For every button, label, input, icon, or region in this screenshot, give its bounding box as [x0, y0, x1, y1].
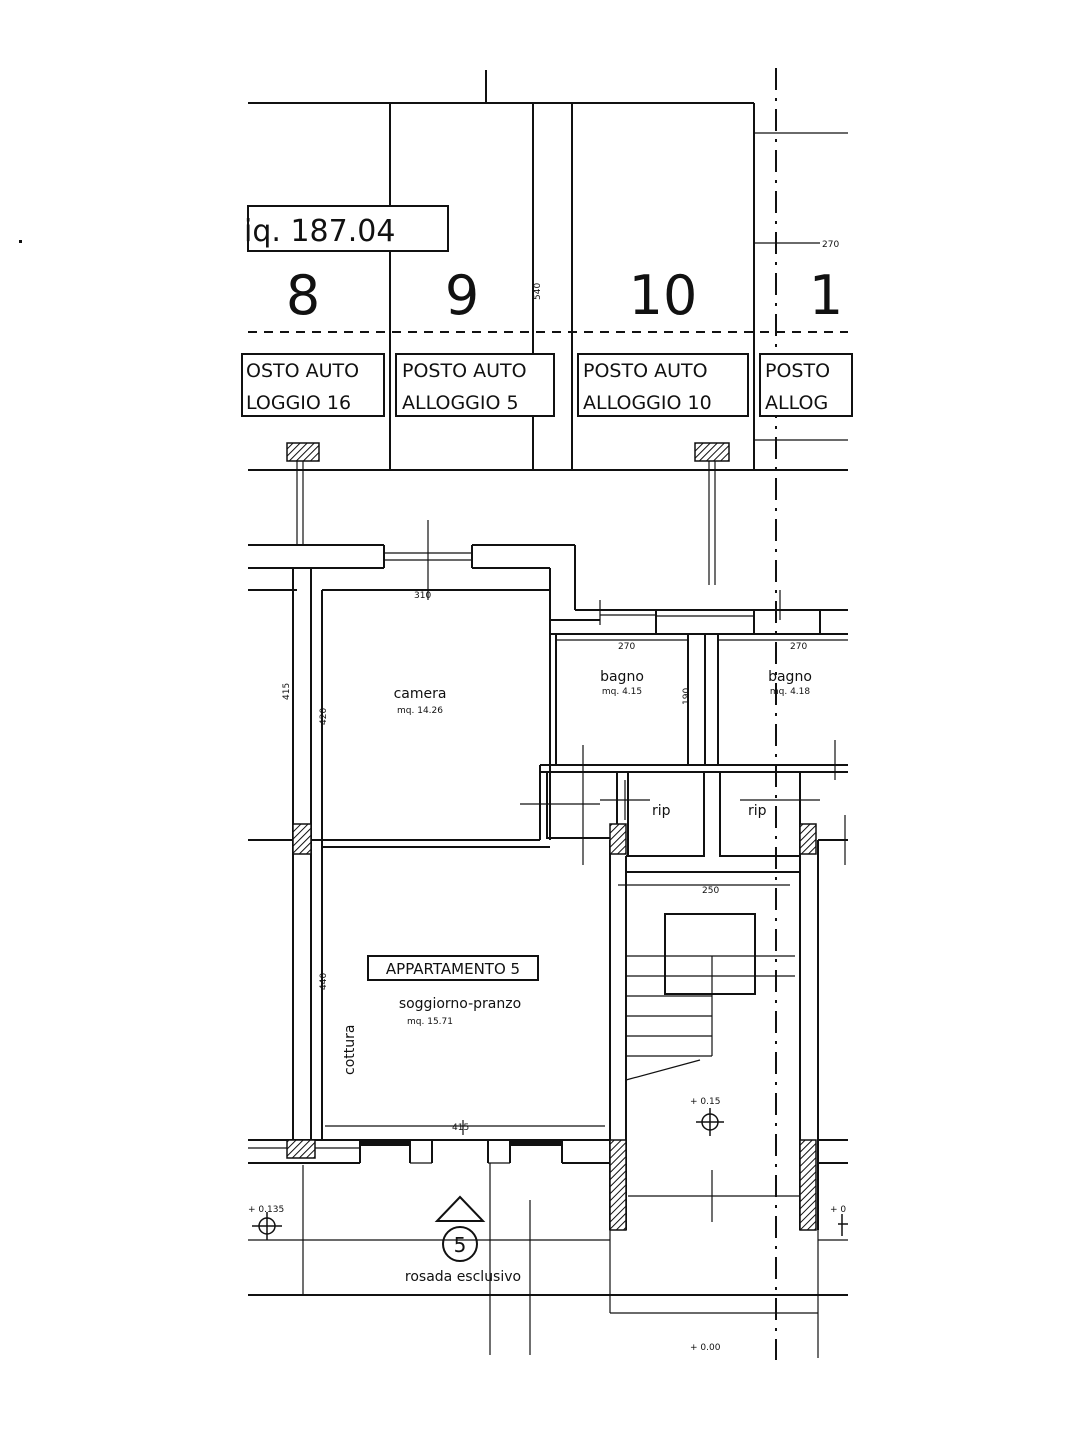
parking-number-1: 1: [809, 264, 843, 327]
stray-dot: [19, 240, 22, 243]
dim-camera-top: 310: [414, 591, 431, 601]
room-soggiorno-name: soggiorno-pranzo: [399, 996, 521, 1012]
level-marker-right: + 0: [830, 1205, 848, 1236]
dim-stair-w: 250: [702, 886, 719, 896]
column-block-right: [694, 442, 730, 462]
parking-spot-10-line2: ALLOGGIO 10: [583, 392, 712, 414]
svg-text:+ 0.135: + 0.135: [248, 1205, 284, 1215]
room-bagno2-name: bagno: [768, 669, 812, 685]
room-labels: camera mq. 14.26 bagno mq. 4.15 bagno mq…: [282, 591, 812, 1285]
parking-number-8: 8: [286, 264, 320, 327]
room-soggiorno-area: mq. 15.71: [407, 1017, 453, 1027]
parking-spot-5-box: [395, 353, 555, 417]
level-bottom: + 0.00: [690, 1343, 721, 1353]
parking-spot-11-line1: POSTO: [765, 360, 830, 382]
parking-spot-16-line1: OSTO AUTO: [246, 360, 359, 382]
svg-text:+ 0.15: + 0.15: [690, 1097, 720, 1107]
room-bagno1-name: bagno: [600, 669, 644, 685]
parking-number-10: 10: [629, 264, 698, 327]
parking-spot-11-line2: ALLOG: [765, 392, 828, 414]
column-block-left: [286, 442, 320, 462]
parking-spot-16-line2: LOGGIO 16: [246, 392, 351, 414]
parking-spot-10-box: [577, 353, 749, 417]
apartment-label-box: [367, 955, 539, 981]
room-camera-area: mq. 14.26: [397, 706, 443, 716]
dim-camera-left: 415: [282, 683, 292, 700]
entrance-number: 5: [454, 1233, 467, 1257]
parking-spot-5-line2: ALLOGGIO 5: [402, 392, 519, 414]
parking-spot-11-box: [759, 353, 853, 417]
svg-text:+ 0: + 0: [830, 1205, 846, 1215]
apartment-label: APPARTAMENTO 5: [386, 960, 520, 978]
parking-spot-16-box: [241, 353, 385, 417]
dim-bagno-h: 190: [682, 688, 692, 705]
dim-camera-inner: 420: [319, 708, 329, 725]
room-rip2: rip: [748, 803, 767, 819]
room-rip1: rip: [652, 803, 671, 819]
parking-number-9: 9: [445, 264, 479, 327]
parking-spot-10-line1: POSTO AUTO: [583, 360, 708, 382]
room-bagno2-area: mq. 4.18: [770, 687, 811, 697]
apartment-walls: [248, 520, 848, 1358]
parking-dim-vertical: 540: [533, 283, 543, 300]
parking-dim-right: 270: [822, 240, 839, 250]
dim-soggiorno-h: 440: [319, 973, 329, 990]
area-label-box: [247, 205, 449, 252]
room-camera-name: camera: [394, 686, 447, 702]
room-cottura: cottura: [342, 1025, 358, 1075]
dim-soggiorno-w: 415: [452, 1123, 469, 1133]
area-label: iq. 187.04: [244, 214, 395, 249]
level-markers: + 0.135 + 0.15 + 0 + 0.00: [248, 1097, 848, 1353]
level-marker-left: + 0.135: [248, 1205, 284, 1240]
dim-bagno-w1: 270: [618, 642, 635, 652]
dim-bagno-w2: 270: [790, 642, 807, 652]
room-bagno1-area: mq. 4.15: [602, 687, 642, 697]
parking-spot-5-line1: POSTO AUTO: [402, 360, 527, 382]
room-garden: rosada esclusivo: [405, 1269, 521, 1285]
entrance-marker: 5: [434, 1195, 486, 1262]
level-marker-stair: + 0.15: [690, 1097, 724, 1136]
parking-area: iq. 187.04 8 9 10 1 540 270 OSTO AUTO LO…: [241, 68, 853, 1360]
